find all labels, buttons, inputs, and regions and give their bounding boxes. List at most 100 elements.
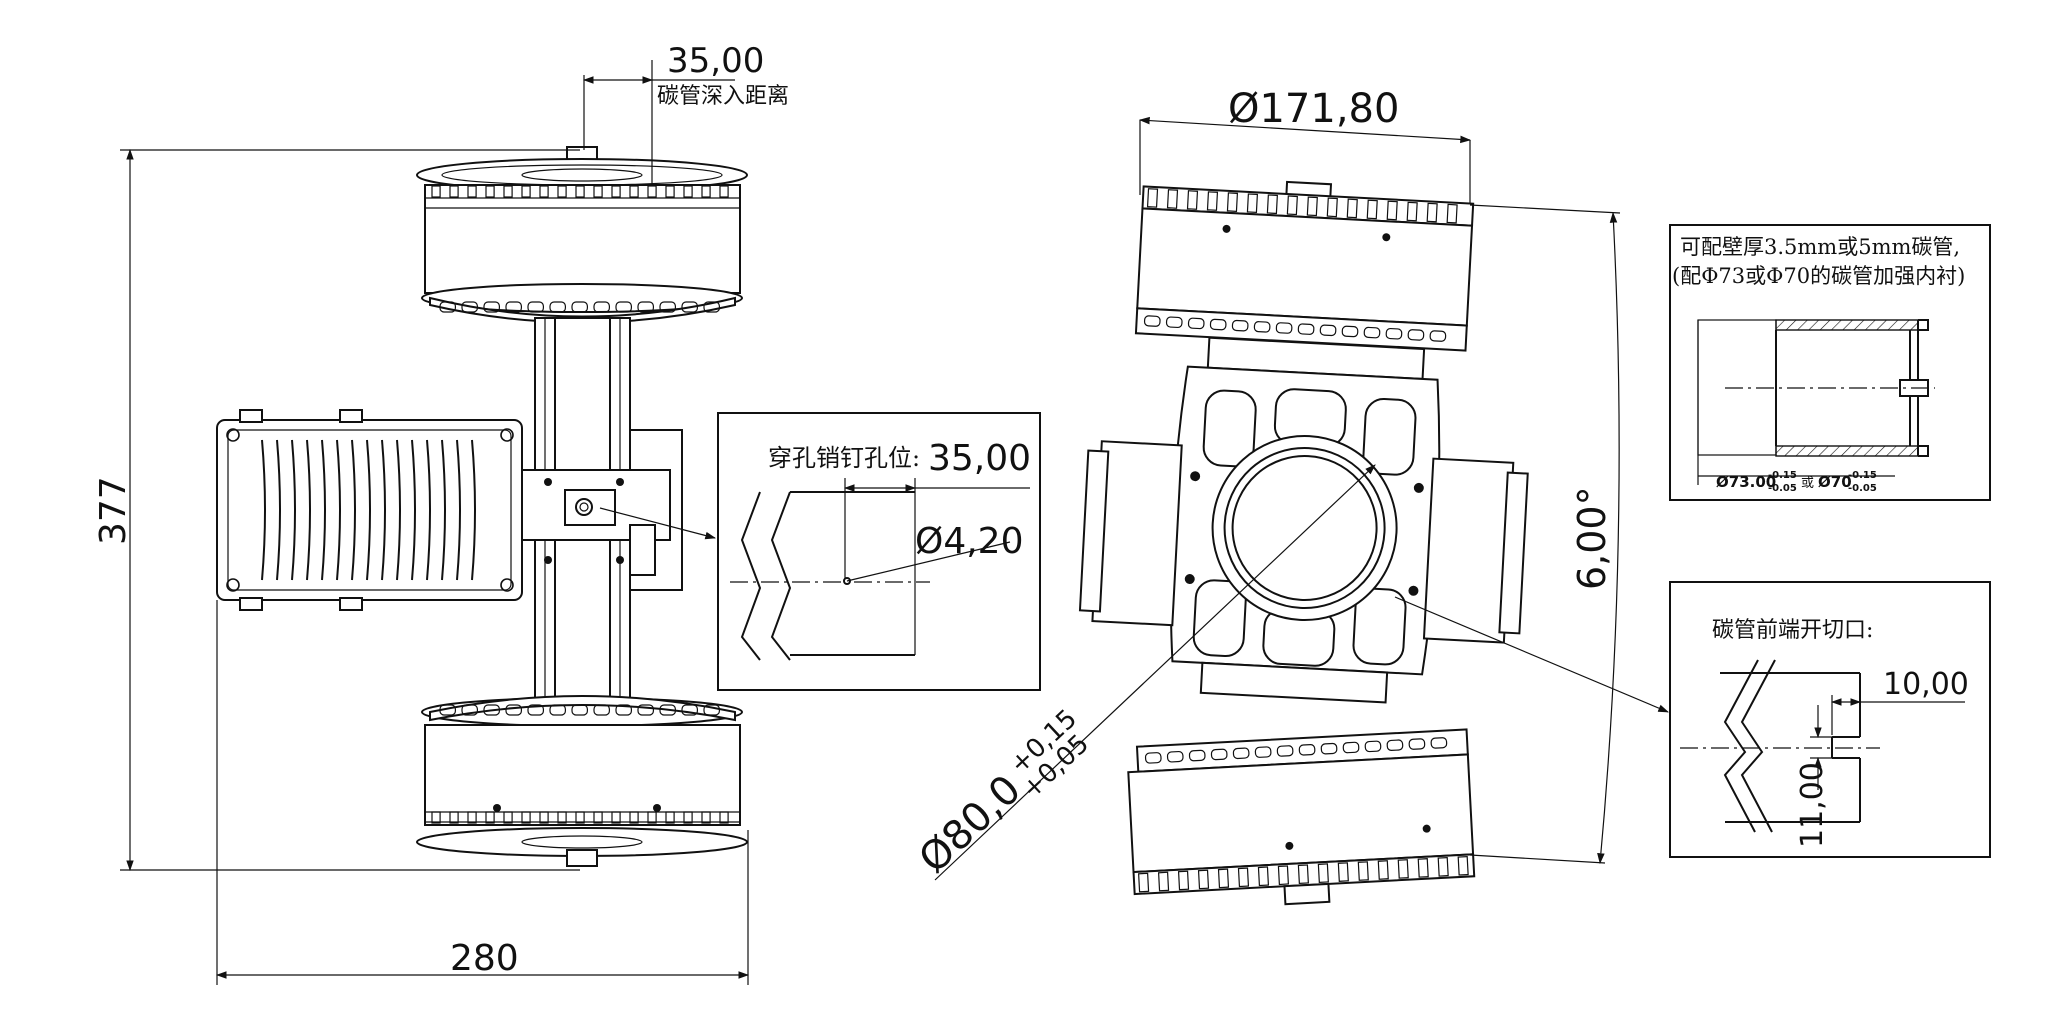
vent-slot [1165, 316, 1183, 329]
cut-detail-box: 碳管前端开切口: 10,00 11,00 [1669, 581, 1991, 858]
tube-note-line2: (配Φ73或Φ70的碳管加强内衬) [1672, 264, 1965, 288]
motor-fin [557, 185, 567, 198]
dim-carbon-depth: 35,00 碳管深入距离 [582, 41, 789, 185]
motor-fin [1446, 203, 1458, 224]
carbon-depth-value: 35,00 [667, 41, 764, 81]
tube-dim-b-upper: -0.15 [1848, 470, 1877, 481]
motor-fin [1297, 864, 1309, 885]
motor-fin [611, 811, 621, 824]
vent-slot [439, 704, 456, 716]
motor-fin [701, 811, 711, 824]
vent-slot [1232, 747, 1250, 760]
motor-fin [1277, 865, 1290, 886]
vent-slot [637, 704, 654, 716]
pin-hole-diameter: Ø4,20 [915, 521, 1024, 562]
vent-slot [703, 301, 720, 313]
motor-fin [1257, 866, 1270, 887]
vent-slot [1209, 318, 1227, 331]
motor-fin [683, 811, 693, 824]
overall-height-value: 377 [93, 476, 134, 545]
heatsink-fin [396, 439, 401, 581]
heatsink-fin [351, 439, 356, 581]
motor-fin [647, 185, 657, 198]
motor-fin [1326, 197, 1338, 218]
motor-fin [611, 185, 621, 198]
motor-fin [1317, 863, 1329, 883]
motor-fin [1306, 196, 1318, 217]
vent-slot [615, 704, 632, 716]
vent-slot [1210, 748, 1228, 761]
motor-fin [449, 811, 459, 824]
motor-fin [629, 185, 639, 198]
vent-slot [1298, 744, 1316, 756]
vent-slot [1408, 738, 1426, 750]
vent-slot [1143, 315, 1161, 327]
front-top-motor [1134, 180, 1475, 352]
rotor-diameter-value: Ø171,80 [1228, 86, 1399, 132]
heatsink-fin [456, 439, 461, 581]
vent-slot [571, 301, 588, 313]
vent-slot [1188, 749, 1206, 762]
motor-fin [1397, 859, 1409, 879]
motor-fin [1237, 867, 1250, 888]
dim-overall-height: 377 [93, 148, 580, 872]
heatsink-fin [366, 439, 371, 581]
heatsink-fin [321, 439, 326, 581]
heatsink-fin [261, 439, 266, 581]
motor-fin [683, 185, 693, 198]
motor-fin [1406, 201, 1418, 222]
cut-depth-value: 11,00 [1795, 762, 1830, 848]
carbon-depth-label: 碳管深入距离 [657, 84, 789, 109]
left-view: 35,00 碳管深入距离 377 280 穿孔销钉孔位: 35,00 [93, 41, 1041, 985]
motor-fin [1217, 868, 1230, 889]
heatsink-fin [306, 439, 311, 581]
esc-heatsink [216, 409, 523, 611]
vent-slot [461, 301, 478, 313]
motor-fin [1166, 189, 1179, 209]
motor-fin [1266, 194, 1278, 215]
motor-fin [485, 185, 495, 198]
motor-fin [701, 185, 711, 198]
front-view: Ø171,80 [910, 86, 1669, 906]
upper-motor [416, 146, 748, 324]
heatsink-fin [336, 439, 341, 581]
vent-slot [1386, 739, 1404, 752]
vent-slot [505, 301, 522, 313]
tube-dim-b-lower: -0.05 [1848, 483, 1877, 494]
motor-fin [575, 811, 585, 824]
pin-detail-box: 穿孔销钉孔位: 35,00 Ø4,20 [717, 412, 1041, 691]
motor-fin [1186, 190, 1199, 210]
motor-fin [1437, 857, 1449, 877]
vent-slot [549, 301, 566, 313]
motor-fin [539, 185, 549, 198]
motor-fin [1177, 870, 1190, 891]
tube-dim-or: 或 [1801, 476, 1814, 491]
tube-note-box: 可配壁厚3.5mm或5mm碳管, (配Φ73或Φ70的碳管加强内衬) Ø73.0… [1669, 224, 1991, 501]
pin-detail-label: 穿孔销钉孔位: [768, 444, 920, 472]
motor-fin [629, 811, 639, 824]
vent-slot [615, 301, 632, 313]
overall-width-value: 280 [450, 938, 519, 979]
vent-slot [1276, 745, 1294, 757]
heatsink-fin [441, 439, 446, 581]
motor-fin [665, 811, 675, 824]
vent-slot [1319, 324, 1337, 337]
front-bottom-motor [1127, 728, 1476, 906]
front-hub [1078, 336, 1529, 704]
tube-note-line1: 可配壁厚3.5mm或5mm碳管, [1680, 235, 1960, 259]
vent-slot [549, 704, 566, 716]
motor-fin [539, 811, 549, 824]
vent-slot [1430, 737, 1448, 749]
motor-fin [593, 811, 603, 824]
vent-slot [637, 301, 654, 313]
heatsink-fin [426, 439, 431, 581]
tube-dim-a-upper: -0.15 [1768, 470, 1797, 481]
motor-fin [1346, 198, 1358, 219]
motor-fin [1286, 195, 1298, 216]
vent-slot [1254, 746, 1272, 758]
tube-dim-a-lower: -0.05 [1768, 483, 1797, 494]
vent-slot [1363, 326, 1381, 339]
pin-detail-distance: 35,00 [928, 438, 1031, 479]
vent-slot [527, 301, 544, 313]
heatsink-fin [291, 439, 296, 581]
